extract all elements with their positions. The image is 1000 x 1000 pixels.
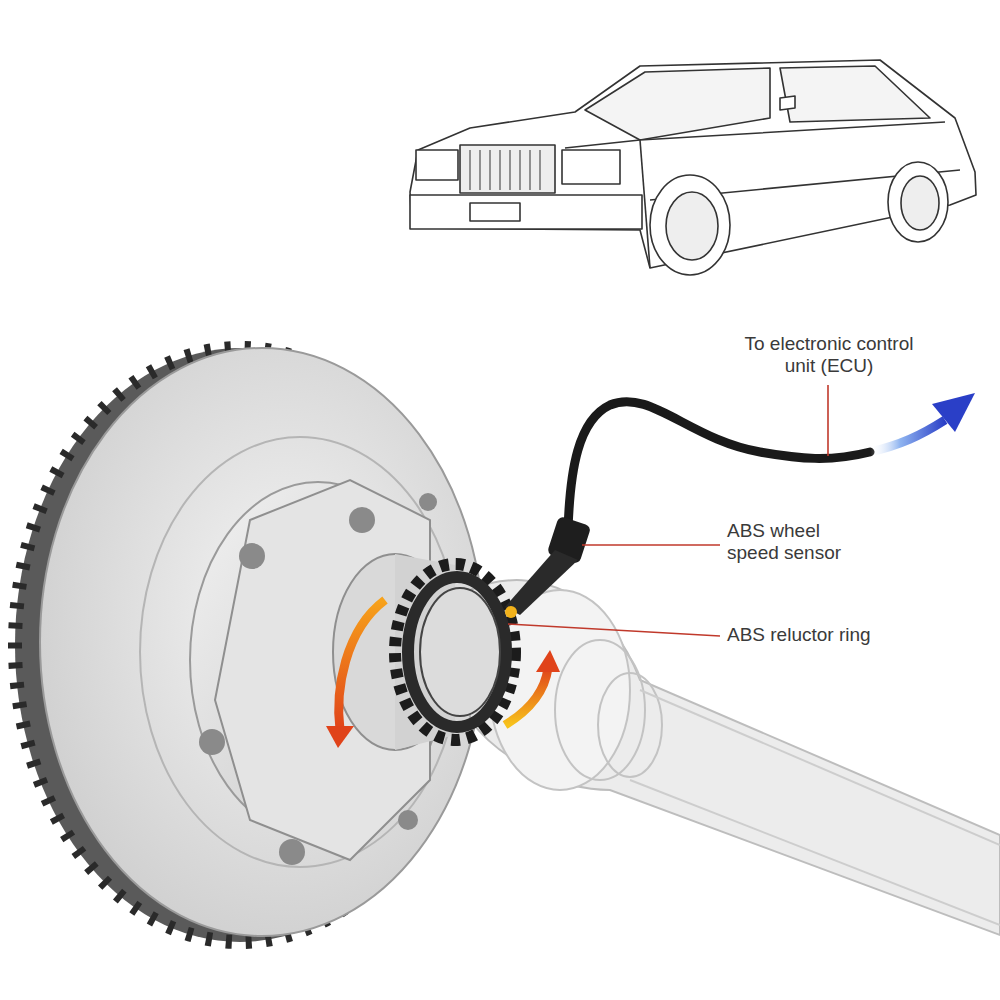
- drive-shaft: [470, 580, 1000, 935]
- sensor-cable: [568, 393, 975, 530]
- car-drawing: [410, 60, 976, 275]
- leader-lines: [508, 385, 828, 636]
- part-label: ABS reluctor ring: [727, 624, 957, 646]
- wheel-hub: [190, 480, 457, 865]
- rotation-arrows: [326, 600, 560, 748]
- reluctor-ring: [395, 564, 515, 740]
- wheel-speed-sensor: [505, 516, 591, 618]
- part-label: ABS wheel speed sensor: [727, 520, 859, 565]
- part-label: To electronic control unit (ECU): [740, 333, 918, 378]
